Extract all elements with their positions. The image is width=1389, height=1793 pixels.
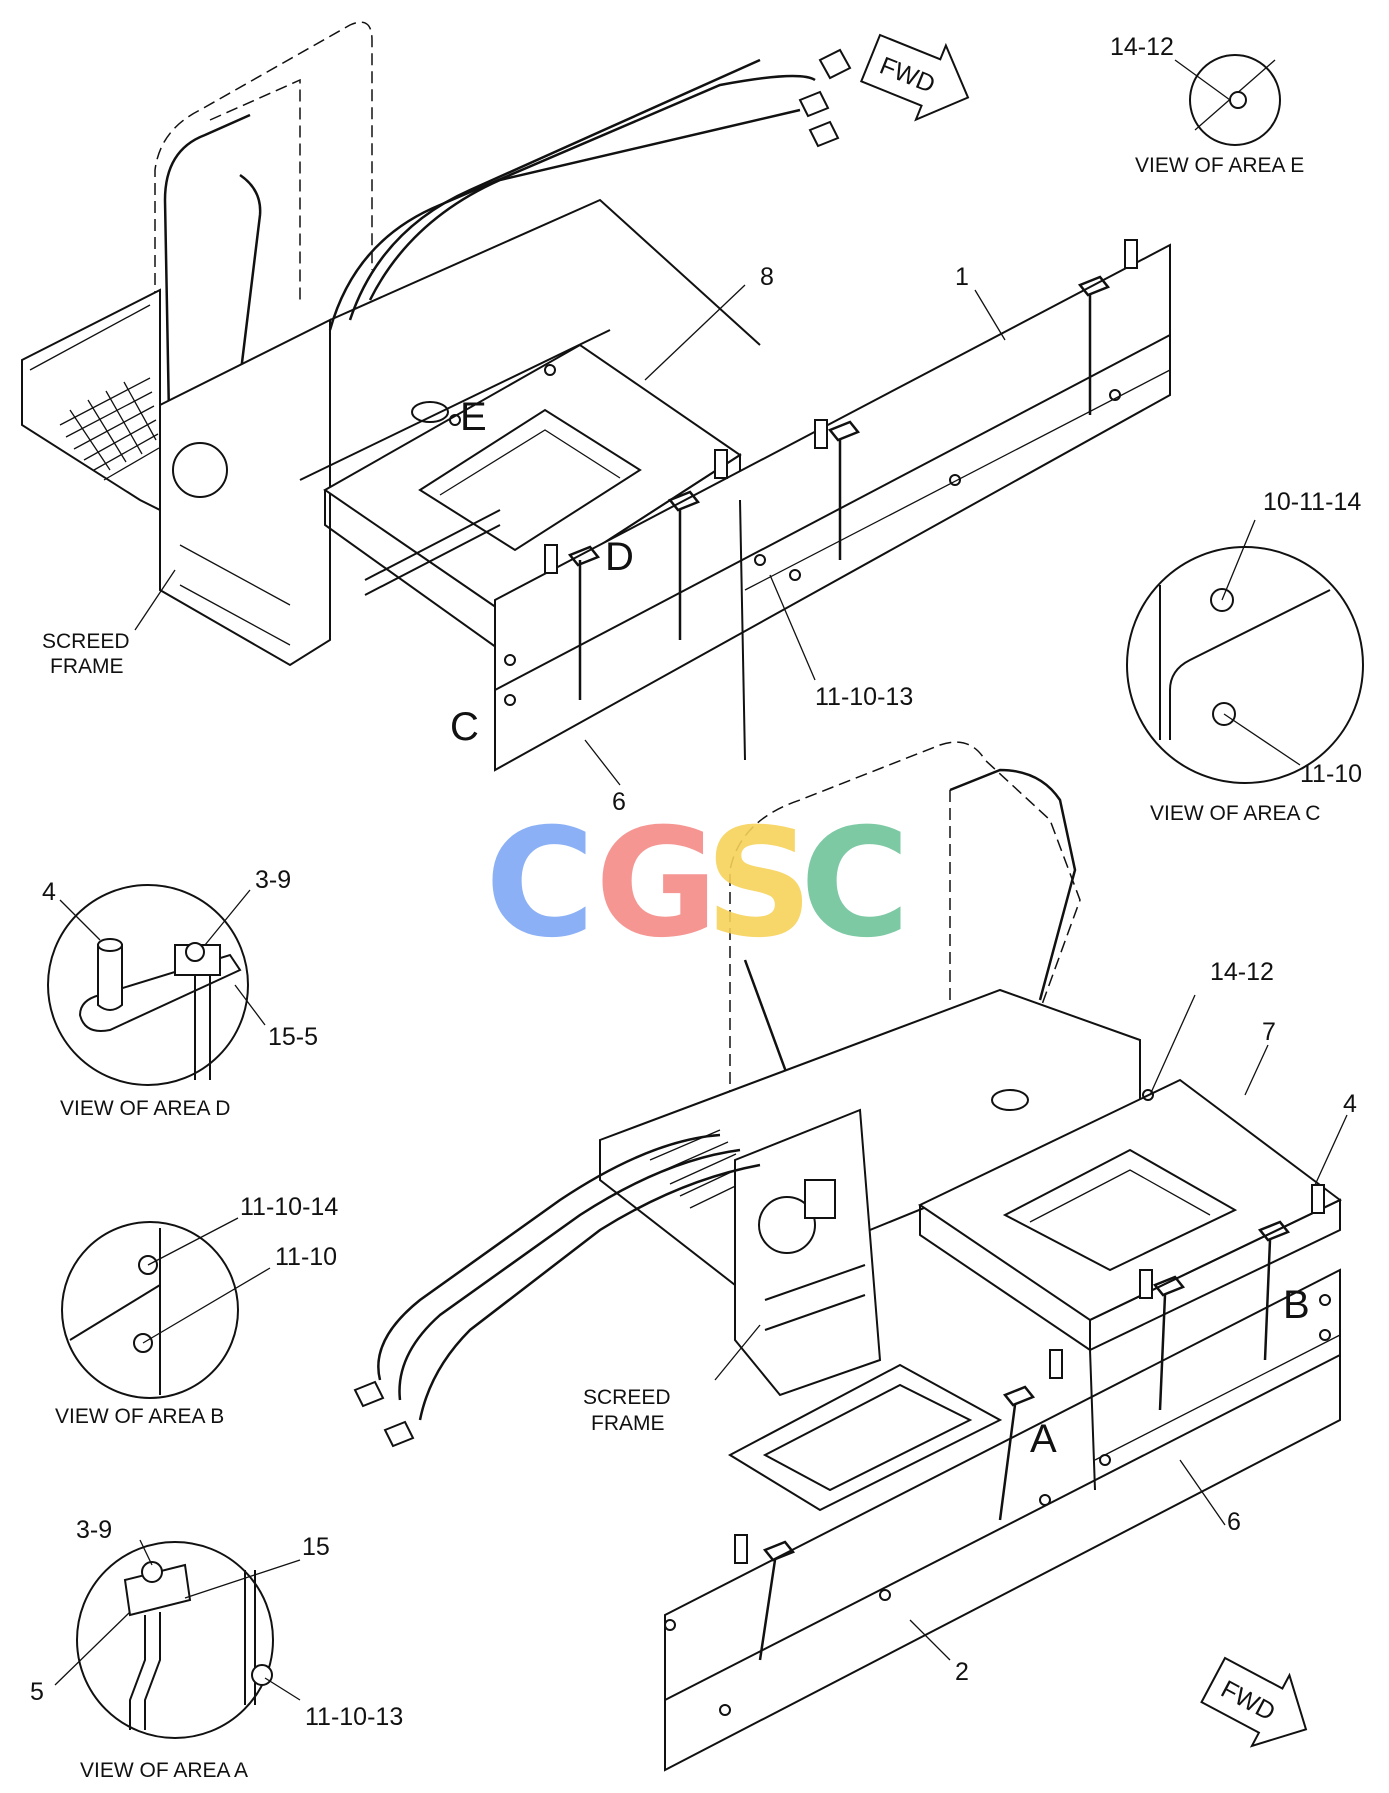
top-bolts — [449, 364, 1121, 706]
view-area-a — [54, 1539, 301, 1739]
fwd-arrow-bottom: FWD — [1200, 1656, 1308, 1748]
callout-a-5: 5 — [30, 1678, 44, 1706]
callout-top-1: 1 — [955, 263, 969, 291]
callout-bot-14-12: 14-12 — [1210, 958, 1274, 986]
callout-top-11-10-13: 11-10-13 — [815, 683, 913, 711]
view-area-c — [1126, 519, 1364, 784]
view-label-d: VIEW OF AREA D — [60, 1097, 230, 1120]
view-label-c: VIEW OF AREA C — [1150, 802, 1320, 825]
callout-top-8: 8 — [760, 263, 774, 291]
watermark-letter-g: G — [595, 797, 718, 971]
area-letter-bot-b: B — [1283, 1283, 1310, 1327]
watermark-letter-c2: C — [800, 797, 910, 971]
callout-e-14-12: 14-12 — [1110, 33, 1174, 61]
watermark-logo: C G S C — [485, 797, 910, 971]
frame-label-bot-2: FRAME — [591, 1412, 665, 1435]
view-label-a: VIEW OF AREA A — [80, 1759, 248, 1782]
area-letter-top-c: C — [450, 705, 479, 749]
callout-c-11-10: 11-10 — [1300, 760, 1362, 788]
frame-label-top-2: FRAME — [50, 655, 124, 678]
callout-c-10-11-14: 10-11-14 — [1263, 488, 1361, 516]
grating-top — [59, 377, 160, 481]
area-letter-top-e: E — [460, 395, 487, 439]
area-letter-bot-a: A — [1030, 1417, 1057, 1461]
top-assembly: FWD — [21, 21, 1171, 786]
bottom-rods — [734, 1184, 1325, 1661]
bottom-bolts — [664, 1089, 1331, 1716]
callout-a-3-9: 3-9 — [76, 1516, 112, 1544]
area-letter-top-d: D — [605, 535, 634, 579]
callout-b-11-10: 11-10 — [275, 1243, 337, 1271]
view-label-b: VIEW OF AREA B — [55, 1405, 224, 1428]
watermark-letter-c1: C — [485, 797, 595, 971]
grating-bottom — [649, 1129, 753, 1209]
callout-d-4: 4 — [42, 878, 56, 906]
watermark-letter-s: S — [705, 797, 813, 971]
fwd-arrow-top: FWD — [859, 33, 970, 122]
view-label-e: VIEW OF AREA E — [1135, 154, 1304, 177]
callout-bot-7: 7 — [1262, 1018, 1276, 1046]
callout-bot-6: 6 — [1227, 1508, 1241, 1536]
top-rods — [544, 239, 1138, 700]
view-area-e — [1174, 54, 1281, 146]
view-area-b — [61, 1217, 271, 1399]
callout-d-3-9: 3-9 — [255, 866, 291, 894]
callout-top-6: 6 — [612, 788, 626, 816]
callout-a-15: 15 — [302, 1533, 330, 1561]
frame-label-top-1: SCREED — [42, 630, 130, 653]
bottom-assembly: FWD — [353, 741, 1348, 1772]
callout-bot-2: 2 — [955, 1658, 969, 1686]
callout-b-11-10-14: 11-10-14 — [240, 1193, 338, 1221]
callout-bot-4: 4 — [1343, 1090, 1357, 1118]
frame-label-bot-1: SCREED — [583, 1386, 671, 1409]
callout-a-11-10-13: 11-10-13 — [305, 1703, 403, 1731]
callout-d-15-5: 15-5 — [268, 1023, 318, 1051]
view-area-d — [47, 884, 266, 1086]
